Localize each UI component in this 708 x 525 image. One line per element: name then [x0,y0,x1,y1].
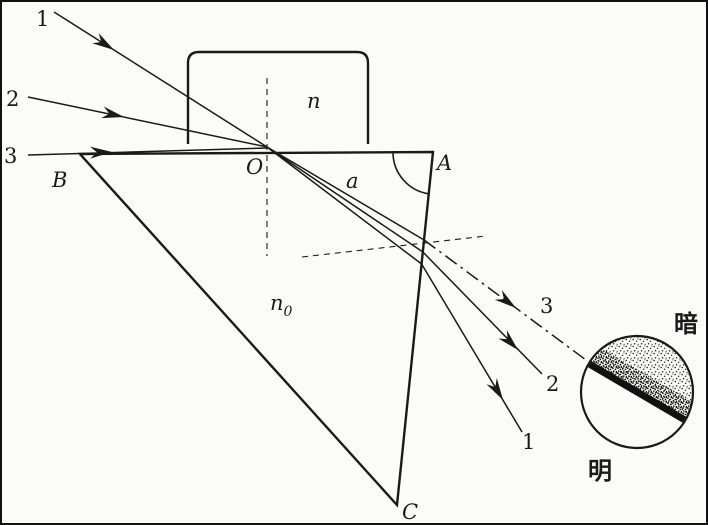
field-of-view [579,334,695,450]
ray-1-incident-arrowhead [92,33,114,50]
incident-ray-2-label: 2 [6,87,19,111]
ray-1-exit-arrowhead [486,378,503,400]
exit-face-normal-line [301,235,487,258]
ray-arrowheads [89,33,518,400]
field-of-view-circle [579,334,695,450]
dark-region-dense-band [582,337,692,441]
incident-ray-1-label: 1 [36,7,49,31]
ray-1-exit-line [420,263,523,433]
light-dark-boundary-line [582,351,692,434]
ray-2-prism-line [266,146,424,253]
vertex-b-label: B [51,168,67,192]
ray-2-exit-line [422,251,543,375]
ray-3-exit-arrowhead [494,290,516,308]
field-of-view-fill [582,337,692,441]
point-o-label: O [246,155,263,179]
ray-1-prism-line [266,146,423,265]
prism-outline [77,150,435,508]
exit-ray-1-label: 1 [522,430,535,454]
vertex-a-label: A [435,151,452,175]
dark-field-label: 暗 [674,310,698,338]
exit-ray-3-label: 3 [540,294,553,318]
ray-1-incident-line [53,11,268,148]
vertex-c-label: C [402,500,418,523]
angle-arc [392,151,429,195]
labels: 1 2 3 B O A C a n n0 3 2 1 暗 明 [4,7,698,523]
prism-index-base: n [270,291,284,315]
ray-3-prism-line [266,146,425,241]
rays [27,11,587,433]
ray-3-incident-arrowhead [89,146,112,159]
exit-ray-2-label: 2 [546,372,559,396]
block-index-n-label: n [307,89,321,113]
glass-shapes [77,50,435,508]
ray-2-incident-line [27,96,268,148]
angle-a-label: a [346,169,359,193]
ray-2-incident-arrowhead [101,106,124,119]
ray-3-incident-line [27,147,268,156]
ray-2-exit-arrowhead [498,330,518,350]
normals [266,78,487,258]
prism-index-subscript: 0 [284,304,293,320]
prism-index-n0-label: n0 [270,291,293,320]
bright-field-label: 明 [588,457,612,485]
glass-block-outline [186,50,370,144]
incident-ray-3-label: 3 [4,144,17,168]
